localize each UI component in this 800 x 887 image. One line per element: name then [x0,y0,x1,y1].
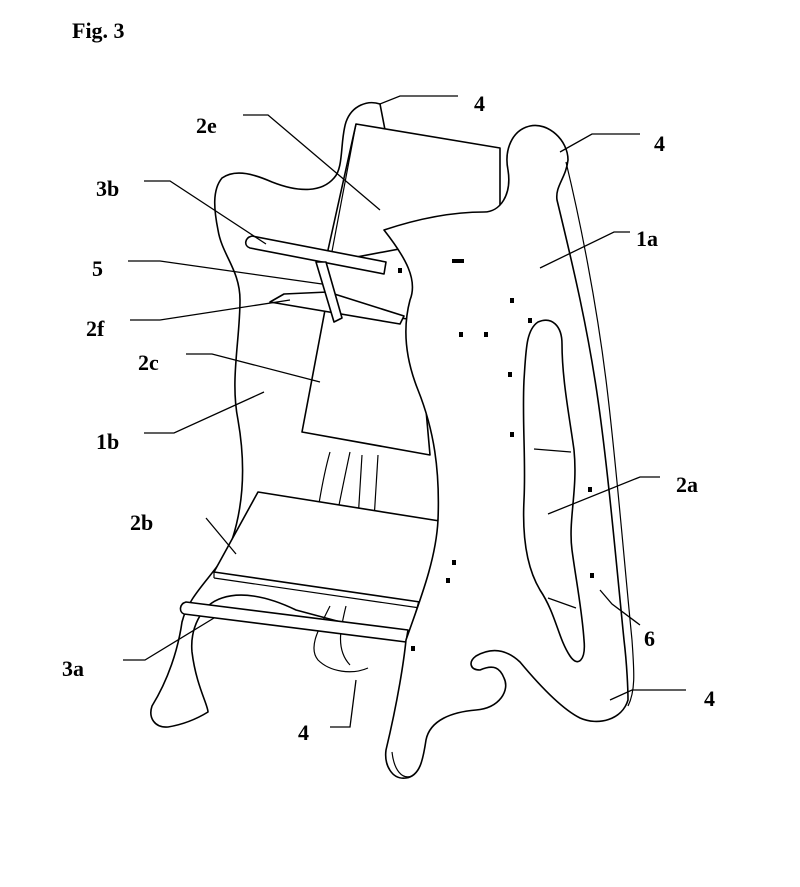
rod-3a [179,601,409,643]
leader-lines [123,95,686,728]
label-4-right: 4 [654,131,665,156]
rod-3b [244,235,387,275]
label-2a: 2a [676,472,698,497]
label-4-bottom: 4 [298,720,309,745]
figure-title: Fig. 3 [72,18,125,43]
plate-5 [315,261,343,323]
label-2b: 2b [130,510,153,535]
label-2c: 2c [138,350,159,375]
label-2f: 2f [86,316,105,341]
panel-cutout [522,319,586,663]
label-2e: 2e [196,113,217,138]
label-3b: 3b [96,176,119,201]
label-3a: 3a [62,656,84,681]
label-5: 5 [92,256,103,281]
label-1a: 1a [636,226,658,251]
label-4-top: 4 [474,91,485,116]
label-4-bottom-right: 4 [704,686,715,711]
label-6: 6 [644,626,655,651]
label-1b: 1b [96,429,119,454]
